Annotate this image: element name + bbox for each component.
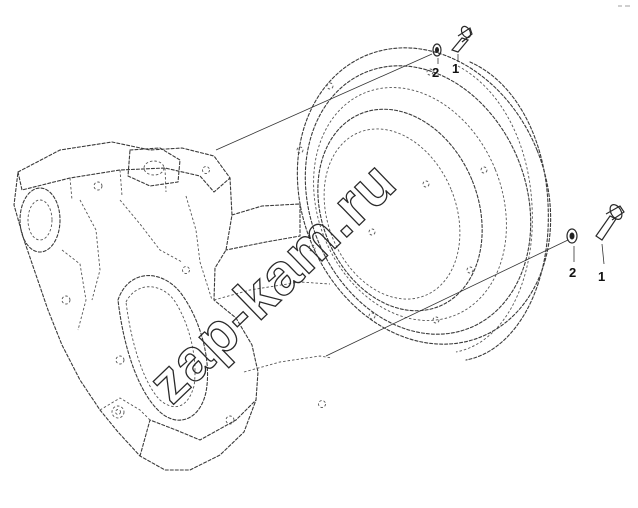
bottom-fastener-set: 2 1 [566,204,625,284]
assembly-lines [215,53,569,357]
bottom-bolt [595,204,625,241]
callout-label-bottom-washer: 2 [569,265,576,280]
top-washer [432,43,442,57]
top-fastener-set: 2 1 [432,25,473,80]
callout-label-top-washer: 2 [432,65,439,80]
bottom-washer [566,228,578,244]
adapter-ring [296,47,552,361]
flywheel-housing [13,141,333,471]
watermark-text: zap-kam.ru [136,149,409,415]
callout-label-top-bolt: 1 [452,61,459,76]
top-bolt [450,25,473,53]
callout-label-bottom-bolt: 1 [598,269,605,284]
